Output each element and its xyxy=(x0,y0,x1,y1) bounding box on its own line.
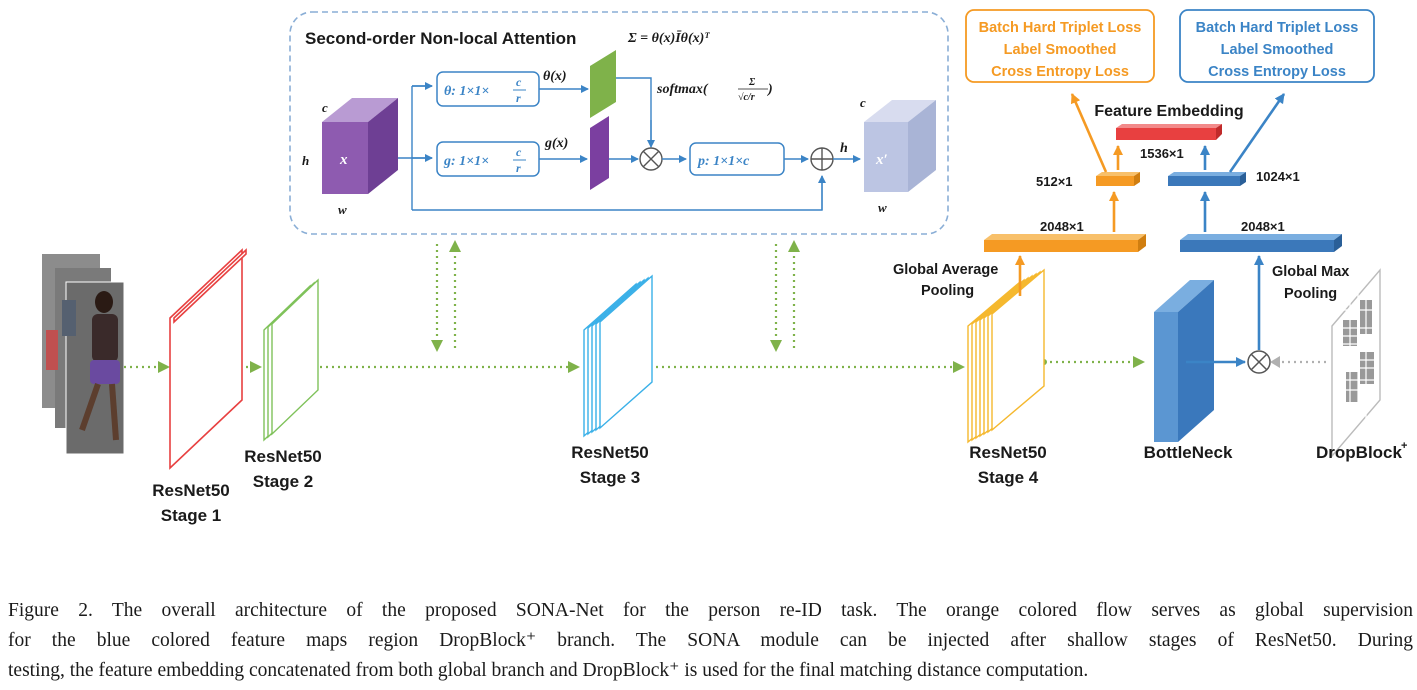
g-frac-r: r xyxy=(516,161,521,175)
figure-caption: Figure 2. The overall architecture of th… xyxy=(8,596,1413,686)
caption-line-3: testing, the feature embedding concatena… xyxy=(8,660,1089,681)
softmax-close: ) xyxy=(766,82,773,97)
input-feature-cube: x xyxy=(322,98,398,194)
person-images xyxy=(42,254,125,455)
g-out-label: g(x) xyxy=(544,136,568,151)
input-x-label: x xyxy=(339,152,348,168)
theta-frac-r: r xyxy=(516,91,521,105)
softmax-label: softmax( xyxy=(656,82,709,97)
gap-vector-bar xyxy=(984,234,1146,252)
loss-left-line2: Label Smoothed xyxy=(1004,42,1117,58)
multiply-icon xyxy=(639,147,663,171)
dropblock-mask xyxy=(1331,268,1381,458)
g-box-label: g: 1×1× xyxy=(443,154,489,169)
theta-conv-box: θ: 1×1× c r xyxy=(436,71,540,107)
gap-label-a: Global Average xyxy=(893,262,998,278)
output-x-label: x′ xyxy=(875,152,888,168)
caption-line-2: for the blue colored feature maps region… xyxy=(8,630,1413,651)
p-conv-box: p: 1×1×c xyxy=(689,142,785,176)
dim-2048-right: 2048×1 xyxy=(1241,219,1285,234)
stage1-label-a: ResNet50 xyxy=(152,481,230,500)
loss-box-left: Batch Hard Triplet Loss Label Smoothed C… xyxy=(965,9,1155,83)
g-conv-box: g: 1×1× c r xyxy=(436,141,540,177)
loss-right-line2: Label Smoothed xyxy=(1221,42,1334,58)
stage3-label-b: Stage 3 xyxy=(580,468,640,487)
dim-1024: 1024×1 xyxy=(1256,169,1300,184)
stage4-label-a: ResNet50 xyxy=(969,443,1047,462)
blue-1024-bar xyxy=(1168,172,1246,186)
loss-left-line1: Batch Hard Triplet Loss xyxy=(979,20,1142,36)
dropblock-label: DropBlock xyxy=(1316,443,1403,462)
loss-right-line3: Cross Entropy Loss xyxy=(1208,64,1346,80)
loss-box-right: Batch Hard Triplet Loss Label Smoothed C… xyxy=(1179,9,1375,83)
gap-label-b: Pooling xyxy=(921,283,974,299)
stage2-block xyxy=(263,278,319,442)
theta-out-label: θ(x) xyxy=(543,69,567,84)
softmax-den: √c/r xyxy=(738,92,755,103)
feature-embedding-label: Feature Embedding xyxy=(1094,103,1243,120)
theta-frac-c: c xyxy=(516,75,522,89)
gmp-label-b: Pooling xyxy=(1284,286,1337,302)
sona-title: Second-order Non-local Attention xyxy=(305,29,576,48)
input-h-label: h xyxy=(302,153,309,168)
theta-box-label: θ: 1×1× xyxy=(444,84,489,99)
bottleneck-label: BottleNeck xyxy=(1144,443,1233,462)
stage2-label-a: ResNet50 xyxy=(244,447,322,466)
architecture-diagram: Second-order Non-local Attention Σ = θ(x… xyxy=(42,9,1407,525)
dim-1536: 1536×1 xyxy=(1140,146,1184,161)
stage4-block xyxy=(967,268,1045,444)
sona-module: Second-order Non-local Attention Σ = θ(x… xyxy=(289,11,949,235)
output-feature-cube: x′ xyxy=(864,100,936,192)
dim-2048-left: 2048×1 xyxy=(1040,219,1084,234)
stage4-label-b: Stage 4 xyxy=(978,468,1039,487)
add-icon xyxy=(810,147,834,171)
output-w-label: w xyxy=(878,200,887,215)
sigma-formula: Σ = θ(x)Īθ(x)ᵀ xyxy=(627,30,710,46)
mask-multiply-icon xyxy=(1247,350,1271,374)
loss-left-line3: Cross Entropy Loss xyxy=(991,64,1129,80)
loss-right-line1: Batch Hard Triplet Loss xyxy=(1196,20,1359,36)
h-arrow-label: h xyxy=(840,141,848,156)
stage1-block xyxy=(169,248,247,470)
stage3-block xyxy=(583,274,653,438)
input-w-label: w xyxy=(338,202,347,217)
p-box-label: p: 1×1×c xyxy=(697,154,750,169)
stage1-label-b: Stage 1 xyxy=(161,506,221,525)
g-frac-c: c xyxy=(516,145,522,159)
input-c-label: c xyxy=(322,100,328,115)
gmp-label-a: Global Max xyxy=(1272,264,1349,280)
output-c-label: c xyxy=(860,95,866,110)
dropblock-sup: + xyxy=(1401,440,1407,452)
g-feature-map xyxy=(590,116,609,190)
gmp-vector-bar xyxy=(1180,234,1342,252)
stage3-label-a: ResNet50 xyxy=(571,443,649,462)
softmax-num: Σ xyxy=(748,77,756,88)
theta-feature-map xyxy=(590,50,616,118)
orange-512-bar xyxy=(1096,172,1140,186)
caption-line-1: Figure 2. The overall architecture of th… xyxy=(8,600,1413,621)
feature-embedding-bar xyxy=(1116,124,1222,140)
dim-512: 512×1 xyxy=(1036,174,1073,189)
stage2-label-b: Stage 2 xyxy=(253,472,313,491)
